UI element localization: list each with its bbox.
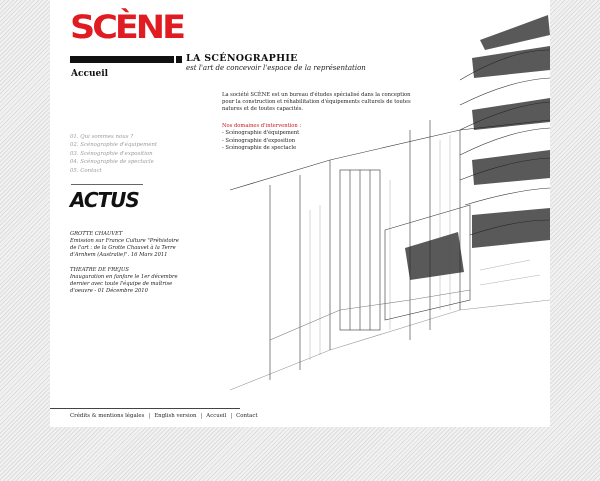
domain-item-exposition: - Scénographie d'exposition xyxy=(222,137,296,144)
news-item[interactable]: GROTTE CHAUVET Emission sur France Cultu… xyxy=(70,231,180,259)
menu-item-equipement[interactable]: 02. Scénographie d'équipement xyxy=(70,142,158,149)
news-title[interactable]: THEATRE DE FREJUS xyxy=(70,267,129,273)
page-tagline: est l'art de concevoir l'espace de la re… xyxy=(186,64,366,72)
logo[interactable]: SCÈNE xyxy=(70,9,186,47)
menu-item-contact[interactable]: 05. Contact xyxy=(70,167,102,174)
footer-link-contact[interactable]: Contact xyxy=(236,413,258,419)
footer-link-accueil[interactable]: Accueil xyxy=(206,413,227,419)
page-title: LA SCÉNOGRAPHIE xyxy=(186,53,298,64)
footer-divider xyxy=(50,408,240,409)
domain-item-equipement: - Scénographie d'équipement xyxy=(222,130,300,136)
domain-item-spectacle: - Scénographie de spectacle xyxy=(222,145,297,152)
logo-square xyxy=(176,56,182,63)
page-container: SCÈNE Accueil LA SCÉNOGRAPHIE est l'art … xyxy=(50,0,550,427)
footer-nav: Crédits & mentions légales | English ver… xyxy=(70,413,258,419)
news-item[interactable]: THEATRE DE FREJUS Inauguration en fanfar… xyxy=(70,267,180,295)
news-title[interactable]: GROTTE CHAUVET xyxy=(70,231,123,237)
nav-home-link[interactable]: Accueil xyxy=(71,69,109,79)
intro-text: La société SCÈNE est un bureau d'études … xyxy=(222,92,411,112)
logo-underline xyxy=(70,56,174,63)
menu-item-spectacle[interactable]: 04. Scénographie de spectacle xyxy=(70,159,154,166)
menu-item-exposition[interactable]: 03. Scénographie d'exposition xyxy=(70,150,153,157)
footer-link-english[interactable]: English version xyxy=(154,413,197,419)
footer-link-credits[interactable]: Crédits & mentions légales xyxy=(70,413,145,419)
menu-item-qui-sommes-nous[interactable]: 01. Qui sommes nous ? xyxy=(70,134,134,140)
footer-separator: | xyxy=(200,413,203,419)
actus-heading: ACTUS xyxy=(70,188,140,212)
news-text: Emission sur France Culture "Préhistoire… xyxy=(70,238,179,258)
theatre-illustration xyxy=(229,15,550,391)
main-menu: 01. Qui sommes nous ? 02. Scénographie d… xyxy=(70,133,157,175)
footer-separator: | xyxy=(148,413,151,419)
footer-separator: | xyxy=(230,413,233,419)
domains-list: - Scénographie d'équipement - Scénograph… xyxy=(222,130,299,153)
menu-divider xyxy=(71,184,143,185)
news-text: Inauguration en fanfare le 1er décembre … xyxy=(70,274,178,294)
domains-title: Nos domaines d'intervention : xyxy=(222,123,302,129)
